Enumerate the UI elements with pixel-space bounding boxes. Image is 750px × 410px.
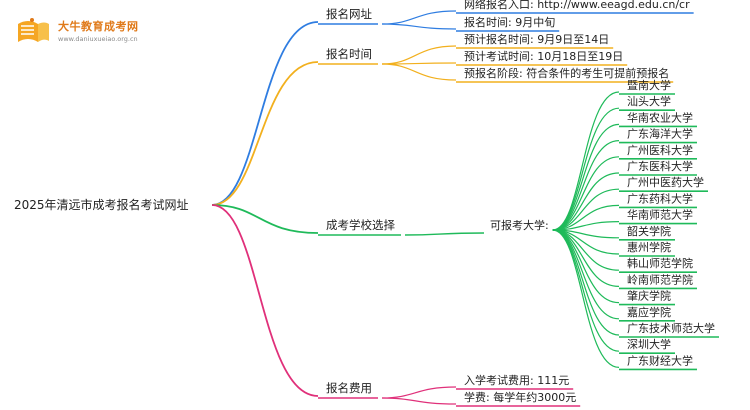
logo-title: 大牛教育成考网 — [58, 20, 139, 33]
root-node[interactable]: 2025年清远市成考报名考试网址 — [14, 197, 189, 212]
leaf-school-choice-15[interactable]: 广东技术师范大学 — [627, 321, 715, 335]
link-school-choice-leaf-17 — [552, 229, 620, 368]
leaf-school-choice-9[interactable]: 韶关学院 — [627, 224, 671, 238]
leaf-school-choice-13[interactable]: 肇庆学院 — [627, 289, 671, 303]
link-root-to-registration-fee — [211, 204, 319, 397]
leaf-school-choice-5[interactable]: 广东医科大学 — [627, 159, 693, 173]
leaf-registration-fee-0[interactable]: 入学考试费用: 111元 — [464, 373, 569, 387]
link-school-choice-leaf-12 — [552, 229, 620, 287]
leaf-registration-url-1[interactable]: 报名时间: 9月中旬 — [464, 15, 555, 29]
site-logo[interactable]: 大牛教育成考网 www.daniuxueiao.org.cn — [12, 16, 172, 50]
link-school-choice-leaf-2 — [552, 123, 620, 231]
link-registration-url-leaf-1 — [381, 23, 457, 30]
link-root-to-registration-url — [211, 21, 319, 206]
link-school-choice-leaf-4 — [552, 156, 620, 231]
branch-registration-fee[interactable]: 报名费用 — [326, 381, 372, 395]
leaf-school-choice-7[interactable]: 广东药科大学 — [627, 191, 693, 205]
link-school-choice-leaf-1 — [552, 107, 620, 231]
link-registration-time-leaf-0 — [381, 45, 457, 65]
leaf-school-choice-11[interactable]: 韩山师范学院 — [627, 256, 693, 270]
leaf-registration-time-1[interactable]: 预计考试时间: 10月18日至19日 — [464, 50, 623, 63]
mind-map-links — [211, 10, 719, 407]
link-root-to-registration-time — [211, 61, 319, 206]
link-school-choice-leaf-5 — [552, 172, 620, 231]
sub-node-school-choice[interactable]: 可报考大学: — [490, 218, 549, 232]
logo-url: www.daniuxueiao.org.cn — [58, 35, 138, 43]
leaf-registration-time-0[interactable]: 预计报名时间: 9月9日至14日 — [464, 32, 609, 46]
logo-book-icon — [18, 18, 49, 42]
leaf-school-choice-6[interactable]: 广州中医药大学 — [627, 175, 704, 189]
link-school-choice-leaf-3 — [552, 140, 620, 231]
branch-registration-time[interactable]: 报名时间 — [326, 47, 372, 61]
link-registration-url-leaf-0 — [381, 10, 457, 25]
leaf-school-choice-0[interactable]: 暨南大学 — [627, 78, 671, 92]
leaf-registration-url-0[interactable]: 网络报名入口: http://www.eeagd.edu.cn/cr — [464, 0, 690, 11]
branch-school-choice[interactable]: 成考学校选择 — [326, 218, 395, 232]
link-registration-fee-leaf-0 — [381, 386, 457, 399]
link-registration-fee-leaf-1 — [381, 397, 457, 405]
leaf-school-choice-10[interactable]: 惠州学院 — [627, 240, 671, 254]
leaf-school-choice-14[interactable]: 嘉应学院 — [627, 305, 671, 319]
leaf-school-choice-4[interactable]: 广州医科大学 — [627, 143, 693, 157]
mind-map-nodes: 2025年清远市成考报名考试网址 报名网址 网络报名入口: http://www.e… — [14, 0, 715, 404]
link-registration-time-leaf-2 — [381, 63, 457, 81]
leaf-school-choice-3[interactable]: 广东海洋大学 — [627, 127, 693, 141]
leaf-school-choice-16[interactable]: 深圳大学 — [627, 337, 671, 351]
link-root-to-school-choice — [211, 204, 319, 234]
branch-registration-url[interactable]: 报名网址 — [326, 7, 372, 21]
leaf-school-choice-17[interactable]: 广东财经大学 — [627, 353, 693, 367]
leaf-school-choice-8[interactable]: 华南师范大学 — [627, 208, 693, 222]
leaf-school-choice-2[interactable]: 华南农业大学 — [627, 110, 693, 124]
leaf-registration-time-2[interactable]: 预报名阶段: 符合条件的考生可提前预报名 — [464, 66, 669, 80]
leaf-school-choice-1[interactable]: 汕头大学 — [627, 94, 671, 108]
leaf-registration-fee-1[interactable]: 学费: 每学年约3000元 — [464, 390, 576, 404]
link-to-sub-school-choice — [404, 232, 485, 236]
link-school-choice-leaf-15 — [552, 229, 620, 336]
leaf-school-choice-12[interactable]: 岭南师范学院 — [627, 272, 693, 286]
